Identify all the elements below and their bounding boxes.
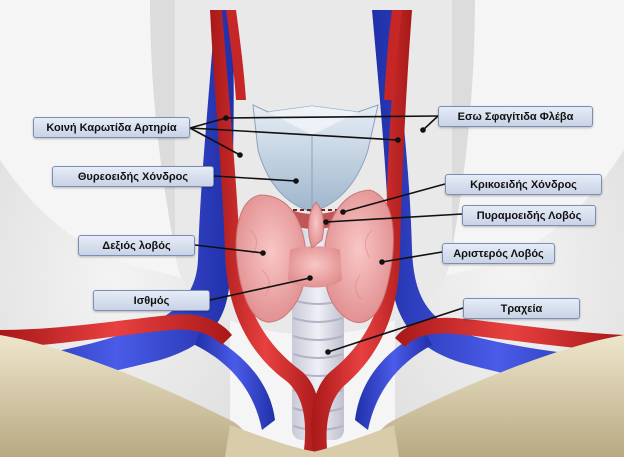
label-trachea: Τραχεία [463,298,580,319]
label-pyramidal-lobe: Πυραμοειδής Λοβός [462,205,596,226]
label-thyroid-cartilage: Θυρεοειδής Χόνδρος [52,166,214,187]
label-internal-jugular-vein: Εσω Σφαγίτιδα Φλέβα [438,106,593,127]
label-cricoid-cartilage: Κρικοειδής Χόνδρος [445,174,602,195]
label-left-lobe: Αριστερός Λοβός [442,243,555,264]
label-isthmus: Ισθμός [93,290,210,311]
label-right-lobe: Δεξιός λοβός [78,235,195,256]
label-common-carotid-artery: Κοινή Καρωτίδα Αρτηρία [33,117,190,138]
